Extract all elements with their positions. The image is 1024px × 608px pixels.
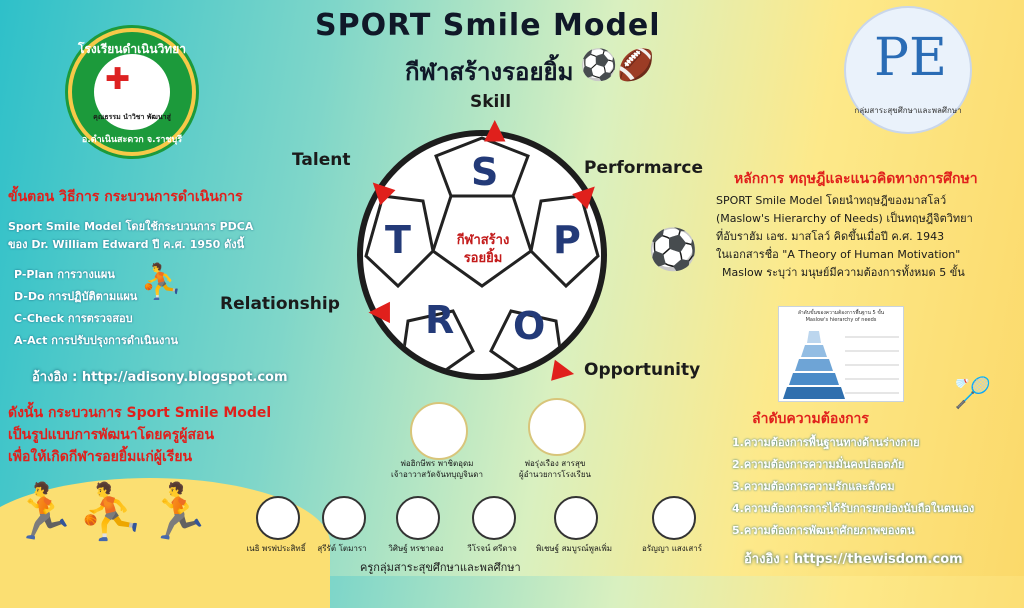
right-section-title: หลักการ ทฤษฎีและแนวคิดทางการศึกษา	[734, 171, 978, 187]
node-opportunity: Opportunity	[584, 360, 701, 380]
leader-photo-2	[528, 398, 586, 456]
left-intro-2: ของ Dr. William Edward ปี ค.ศ. 1950 ดังน…	[8, 238, 245, 251]
leader-1-name: พ่อฮิกษีพร พาชิตอุดม	[400, 459, 474, 468]
node-talent: Talent	[292, 150, 351, 170]
globe-icon	[94, 54, 170, 130]
ball-letter-r: R	[425, 298, 455, 342]
badminton-kid-icon: 🏸	[954, 376, 992, 411]
need-5: 5.ความต้องการพัฒนาศักยภาพของตน	[732, 524, 915, 537]
left-conclusion-2: เป็นรูปแบบการพัฒนาโดยครูผู้สอน	[8, 427, 215, 443]
teacher-name-4: วีโรจน์ ศรีดาจ	[467, 544, 517, 553]
teacher-avatar-2	[322, 496, 366, 540]
leader-2-caption: พ่อรุ่งเรือง สารสุข ผู้อำนวยการโรงเรียน	[490, 458, 620, 480]
soccer-kid-icon: ⚽	[648, 227, 698, 273]
maslow-pyramid-image: ลำดับขั้นของความต้องการพื้นฐาน 5 ขั้น Ma…	[778, 306, 904, 402]
left-intro-1: Sport Smile Model โดยใช้กระบวนการ PDCA	[8, 220, 254, 233]
teacher-avatar-1	[256, 496, 300, 540]
teacher-name-2: สุรีรัต์ โตมารา	[317, 544, 367, 553]
sports-balls-icon: ⚽🏈	[580, 48, 655, 83]
left-reference-link[interactable]: อ้างอิง : http://adisony.blogspot.com	[32, 370, 288, 385]
pe-logo: PE กลุ่มสาระสุขศึกษาและพลศึกษา	[846, 8, 970, 132]
right-line-2: (Maslow's Hierarchy of Needs) เป็นทฤษฎีจ…	[716, 212, 973, 225]
ball-letter-p: P	[553, 218, 581, 262]
ball-center-text: กีฬาสร้าง รอยยิ้ม	[443, 232, 523, 268]
need-1: 1.ความต้องการพื้นฐานทางด้านร่างกาย	[732, 436, 920, 449]
node-skill: Skill	[470, 92, 512, 112]
page-title: SPORT Smile Model	[315, 8, 661, 43]
ball-letter-o: O	[513, 304, 546, 348]
teacher-name-5: พิเชษฐ์ สมบูรณ์พูลเพิ่ม	[535, 544, 613, 553]
pyramid-subtitle: Maslow's hierarchy of needs	[805, 317, 877, 323]
pyramid-shape	[783, 331, 899, 399]
node-performance: Performarce	[584, 158, 704, 178]
left-conclusion-1: ดังนั้น กระบวนการ Sport Smile Model	[8, 405, 272, 421]
teacher-name-6: อรัญญา แสงเสาร์	[641, 544, 703, 553]
arrow-right-icon: ▲	[547, 359, 584, 386]
sport-ball: S T P R O กีฬาสร้าง รอยยิ้ม	[357, 130, 607, 380]
leader-1-caption: พ่อฮิกษีพร พาชิตอุดม เจ้าอาวาสวัดจันทบุญ…	[372, 458, 502, 480]
teacher-name-3: วิศิษฐ์ ทรชาดอง	[388, 544, 444, 553]
school-logo-bottom-text: อ.ดำเนินสะดวก จ.ราชบุรี	[81, 135, 183, 145]
arrow-up-icon: ▲	[484, 112, 506, 145]
leader-photo-1	[410, 402, 468, 460]
pdca-step-check: C-Check การตรวจสอบ	[14, 312, 133, 325]
needs-title: ลำดับความต้องการ	[752, 411, 869, 427]
school-logo: โรงเรียนดำเนินวิทยา ✚ คุณธรรม นำวิชา พัฒ…	[68, 28, 196, 156]
left-conclusion-3: เพื่อให้เกิดกีฬารอยยิ้มแก่ผู้เรียน	[8, 449, 193, 465]
node-relationship: Relationship	[220, 294, 340, 314]
ball-letter-t: T	[385, 218, 411, 262]
right-reference-link[interactable]: อ้างอิง : https://thewisdom.com	[744, 552, 963, 567]
ball-center-line-1: กีฬาสร้าง	[456, 233, 510, 248]
team-caption: ครูกลุ่มสาระสุขศึกษาและพลศึกษา	[360, 561, 521, 574]
pe-logo-caption: กลุ่มสาระสุขศึกษาและพลศึกษา	[854, 106, 962, 115]
need-3: 3.ความต้องการความรักและสังคม	[732, 480, 895, 493]
children-playing-icon: 🏃⛹🏃	[10, 480, 212, 543]
teacher-avatar-5	[554, 496, 598, 540]
page-subtitle: กีฬาสร้างรอยยิ้ม	[405, 58, 574, 86]
basketball-kid-icon: ⛹	[140, 262, 183, 302]
school-logo-top-text: โรงเรียนดำเนินวิทยา	[78, 42, 186, 56]
right-line-4: ในเอกสารชื่อ "A Theory of Human Motivati…	[716, 248, 961, 261]
right-line-3: ที่อับราฮัม เอช. มาสโลว์ คิดขึ้นเมื่อปี …	[716, 230, 945, 243]
right-line-5: Maslow ระบุว่า มนุษย์มีความต้องการทั้งหม…	[722, 266, 965, 279]
right-line-1: SPORT Smile Model โดยนำทฤษฎีของมาสโลว์	[716, 194, 947, 207]
pyramid-title: ลำดับขั้นของความต้องการพื้นฐาน 5 ขั้น	[797, 310, 885, 316]
leader-1-role: เจ้าอาวาสวัดจันทบุญจินดา	[391, 470, 483, 479]
teacher-avatar-4	[472, 496, 516, 540]
need-4: 4.ความต้องการการได้รับการยกย่องนับถือในต…	[732, 502, 975, 515]
school-logo-motto: คุณธรรม นำวิชา พัฒนาสู่	[93, 113, 171, 121]
teacher-avatar-3	[396, 496, 440, 540]
ball-pattern	[364, 136, 600, 374]
arrow-left-icon: ▲	[360, 301, 394, 324]
pdca-step-do: D-Do การปฏิบัติตามแผน	[14, 290, 138, 303]
ball-center-line-2: รอยยิ้ม	[463, 251, 503, 266]
pdca-step-act: A-Act การปรับปรุงการดำเนินงาน	[14, 334, 179, 347]
pdca-step-plan: P-Plan การวางแผน	[14, 268, 115, 281]
leader-2-name: พ่อรุ่งเรือง สารสุข	[524, 459, 586, 468]
left-section-title: ขั้นตอน วิธีการ กระบวนการดำเนินการ	[8, 189, 243, 205]
pe-mark: PE	[874, 28, 947, 88]
teacher-avatar-6	[652, 496, 696, 540]
leader-2-role: ผู้อำนวยการโรงเรียน	[519, 470, 591, 479]
need-2: 2.ความต้องการความมั่นคงปลอดภัย	[732, 458, 905, 471]
teacher-name-1: เนธิ พรพ่ประสิทธิ์	[246, 544, 306, 553]
cross-icon: ✚	[105, 62, 131, 97]
ball-letter-s: S	[471, 150, 499, 194]
